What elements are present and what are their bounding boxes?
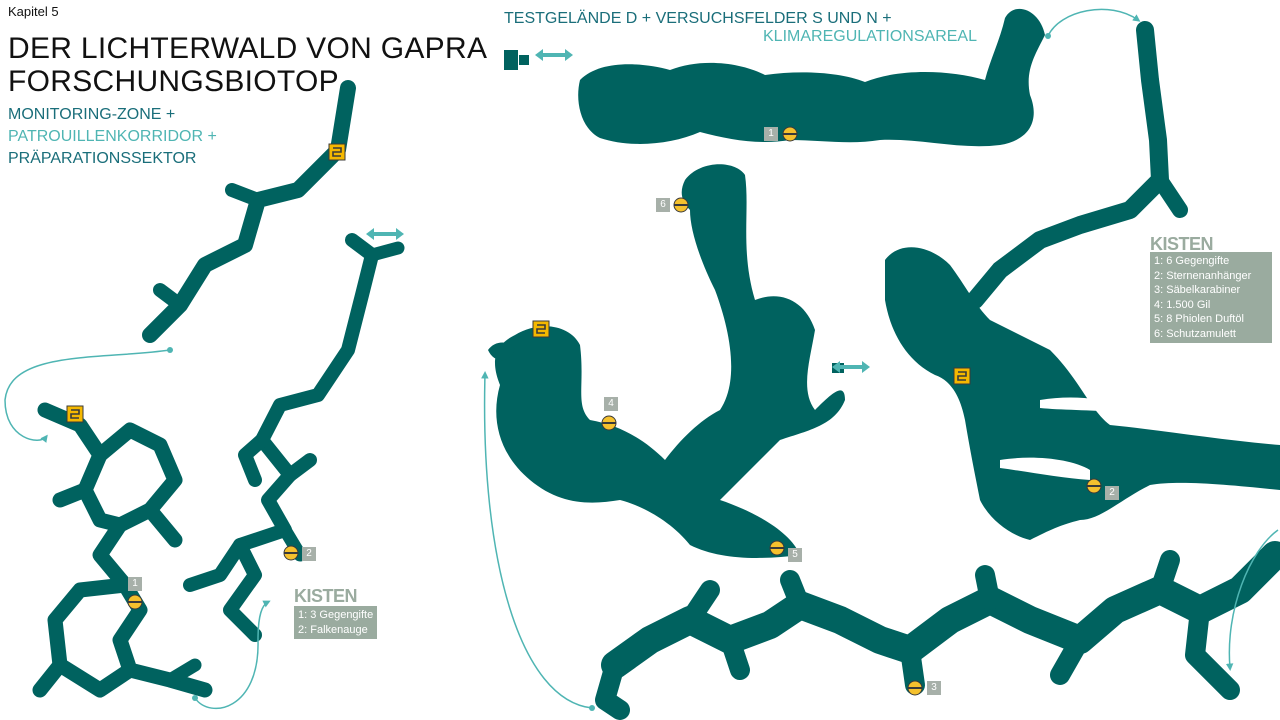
right-forest-area [885,247,1280,540]
zone-preparation: PRÄPARATIONSSEKTOR [8,150,197,167]
zone-klimaregulation: KLIMAREGULATIONSAREAL [763,28,977,45]
chests-left-list: 1: 3 Gegengifte 2: Falkenauge [294,606,377,639]
save-point-icon [66,143,971,423]
zone-testgelaende: TESTGELÄNDE D + [504,10,656,27]
treasure-chest-icon [127,126,1102,696]
chest-right-item-1: 1: 6 Gegengifte [1154,255,1230,267]
chapter-label: Kapitel 5 [8,4,59,19]
chests-right-title: KISTEN [1150,234,1214,254]
left-zone-list: MONITORING-ZONE + PATROUILLENKORRIDOR + … [8,104,217,170]
title-line-2: FORSCHUNGSBIOTOP [8,65,339,98]
chests-right-list: 1: 6 Gegengifte 2: Sternenanhänger 3: Sä… [1150,252,1272,343]
chest-marker-right-4: 4 [604,397,618,411]
chest-marker-left-2: 2 [302,547,316,561]
chest-left-item-2: 2: Falkenauge [298,623,368,636]
chest-right-item-2: 2: Sternenanhänger [1154,269,1252,282]
top-forest-strip [504,8,1045,147]
chest-marker-left-1: 1 [128,577,142,591]
zone-versuchsfelder: VERSUCHSFELDER S UND N + [655,10,892,27]
right-zone-heading-line1: TESTGELÄNDE D + VERSUCHSFELDER S UND N + [504,10,892,28]
zone-monitoring: MONITORING-ZONE + [8,106,176,123]
chest-marker-right-1: 1 [764,127,778,141]
chest-marker-right-6: 6 [656,198,670,212]
exit-arrow-icon [366,49,870,373]
page-title: DER LICHTERWALD VON GAPRA FORSCHUNGSBIOT… [8,32,487,98]
title-line-1: DER LICHTERWALD VON GAPRA [8,32,488,65]
bottom-corridor [595,541,1280,720]
left-corridor-network [32,80,405,698]
chest-right-item-4: 4: 1.500 Gil [1154,298,1211,311]
chest-right-item-5: 5: 8 Phiolen Duftöl [1154,313,1244,325]
chest-right-item-6: 6: Schutzamulett [1154,327,1236,340]
chest-left-item-1: 1: 3 Gegengifte [298,609,374,621]
route-arrows [4,8,1279,710]
right-upper-corridor [966,21,1188,309]
zone-patrol: PATROUILLENKORRIDOR + [8,128,217,145]
chest-marker-right-3: 3 [927,681,941,695]
chest-right-item-3: 3: Säbelkarabiner [1154,284,1241,296]
chest-marker-right-5: 5 [788,548,802,562]
chest-marker-right-2: 2 [1105,486,1119,500]
chests-left-title: KISTEN [294,586,358,606]
central-forest-area [488,164,845,558]
